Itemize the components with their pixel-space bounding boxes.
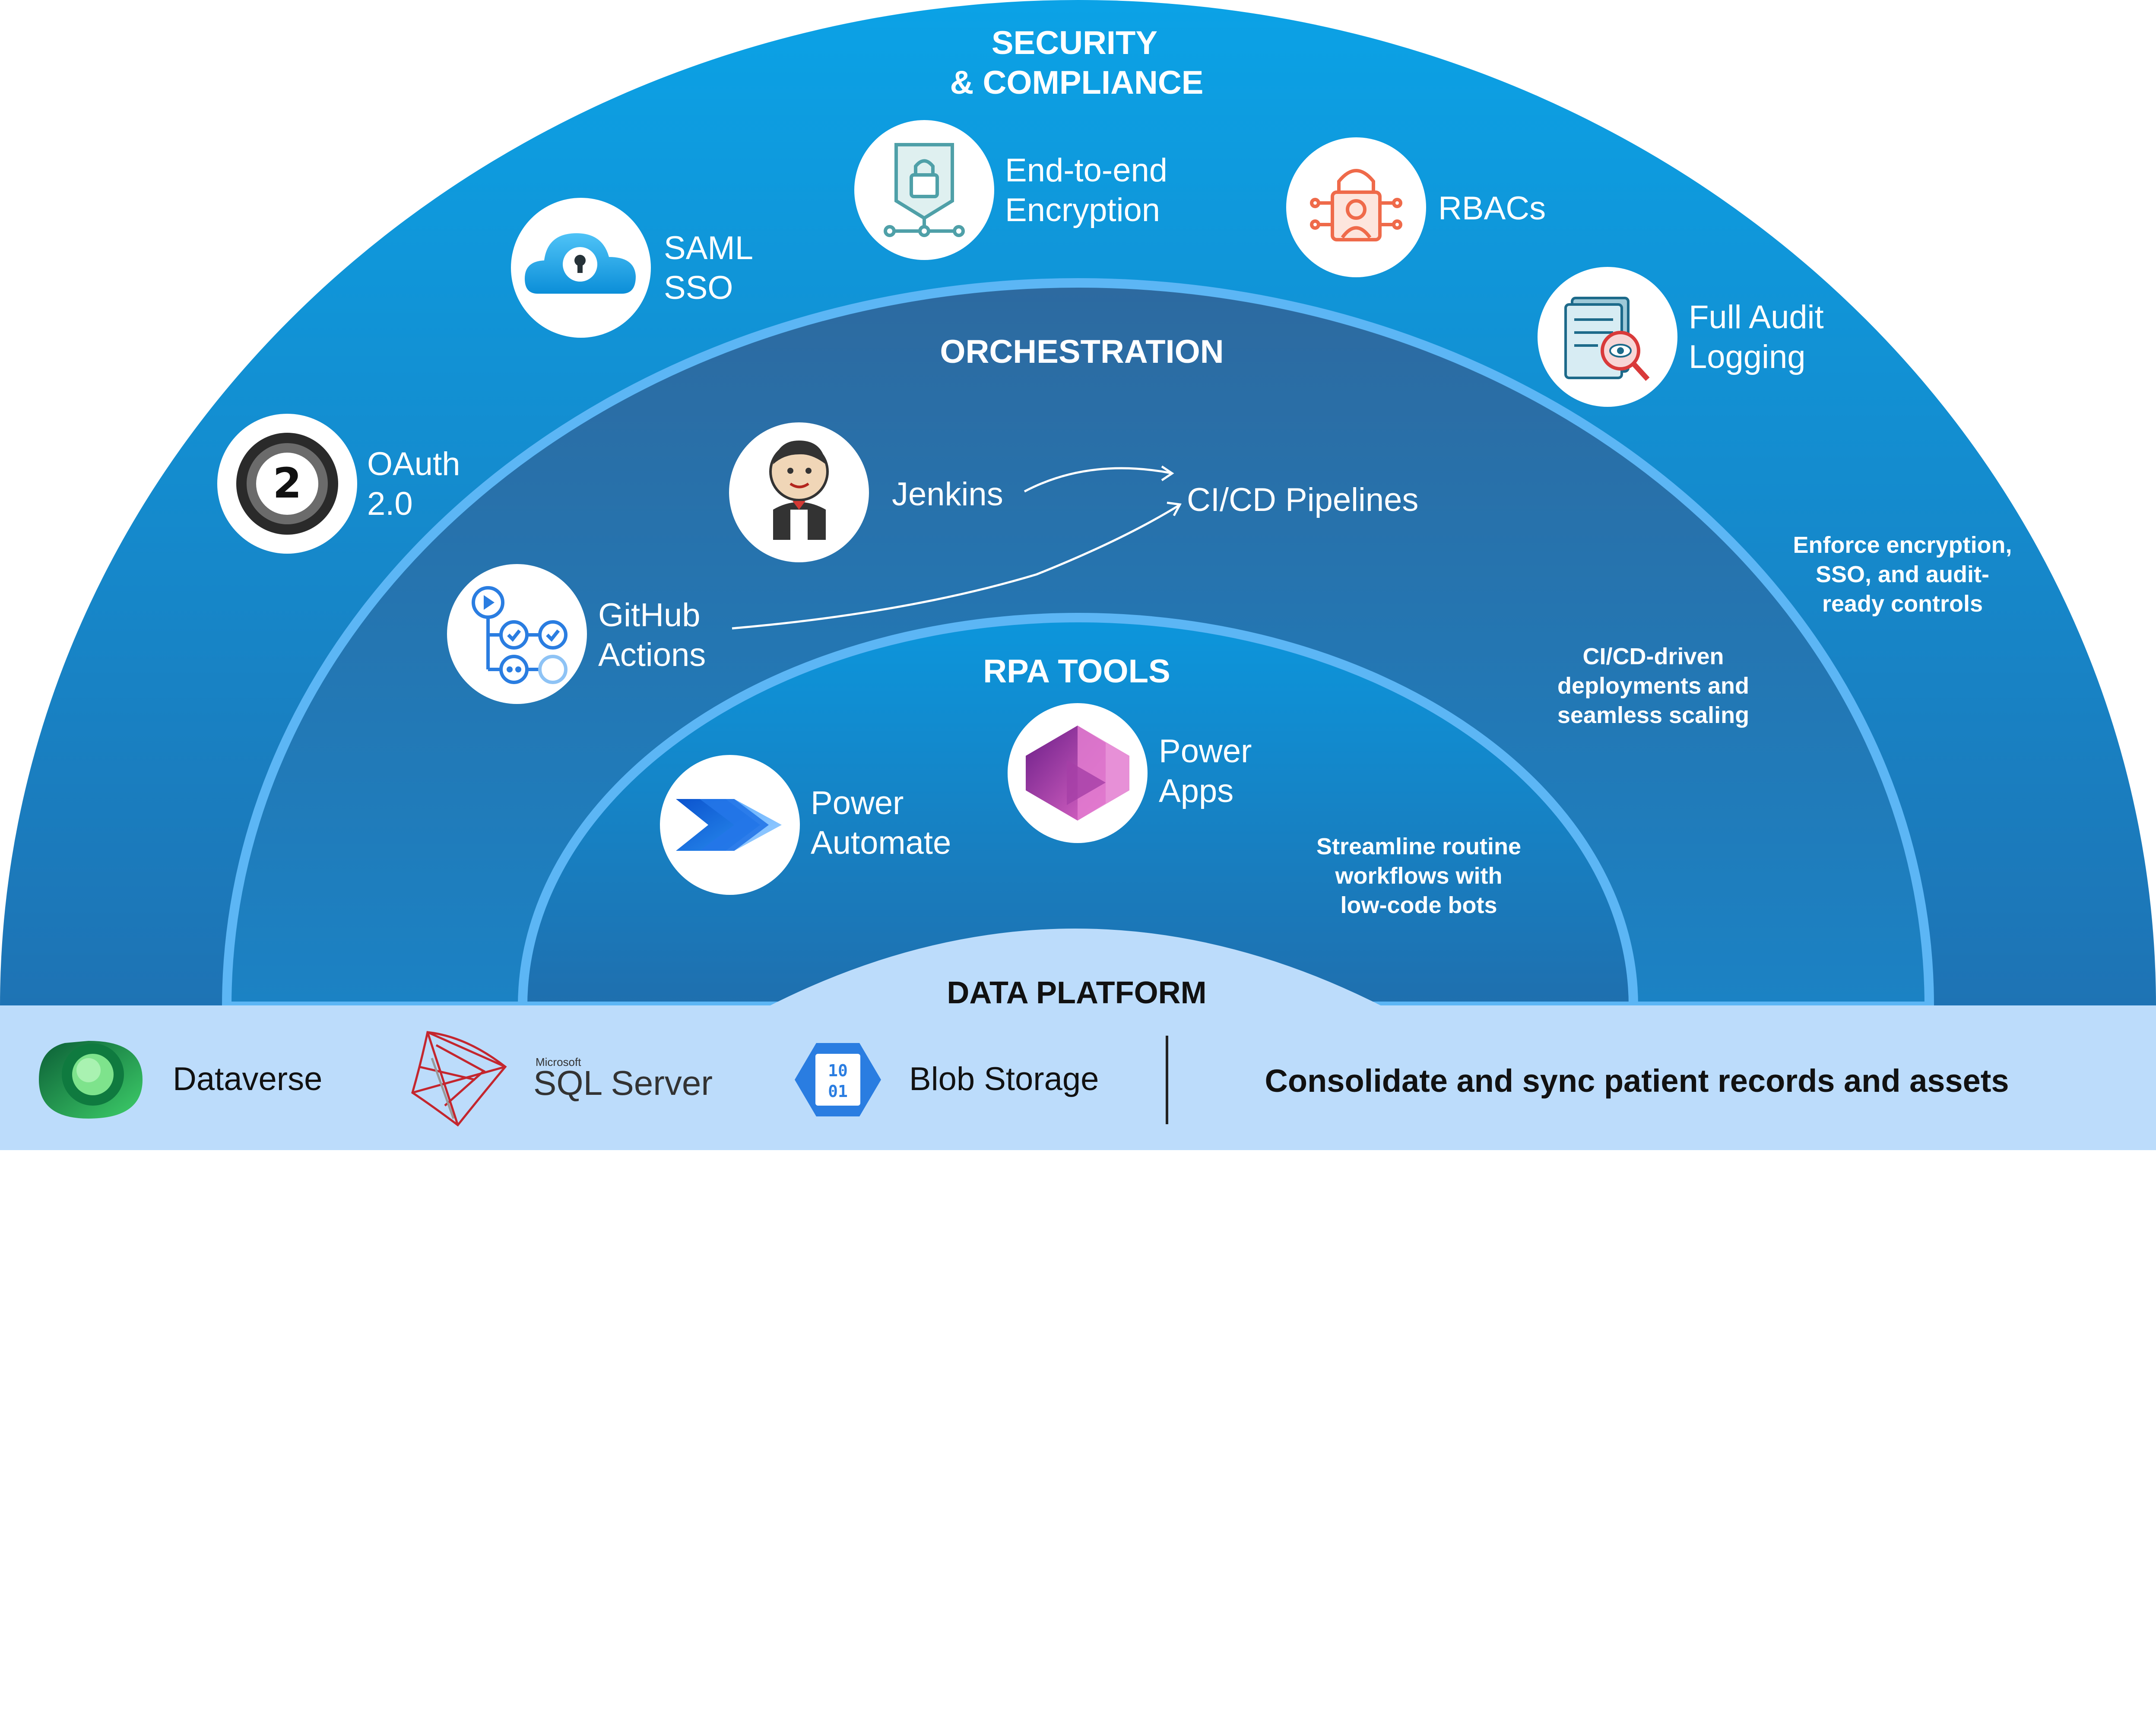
- dataverse-item: Dataverse: [39, 1041, 322, 1119]
- rbac-item: RBACs: [1286, 137, 1546, 277]
- saml-label-line2: SSO: [664, 269, 733, 306]
- flow-arrows: [732, 465, 1182, 630]
- security-title-line2: & COMPLIANCE: [950, 64, 1204, 101]
- encryption-label-line2: Encryption: [1005, 192, 1160, 228]
- jenkins-item: Jenkins: [729, 422, 1003, 562]
- saml-item: SAML SSO: [511, 198, 753, 338]
- sql-server-brand: Microsoft: [536, 1056, 581, 1068]
- svg-text:2: 2: [273, 459, 302, 507]
- jenkins-butler-icon: [769, 441, 829, 540]
- rpa-desc-line2: workflows with: [1335, 863, 1502, 889]
- rbac-label: RBACs: [1438, 190, 1546, 227]
- dataverse-icon: [39, 1041, 143, 1119]
- github-actions-item: GitHub Actions: [447, 564, 706, 704]
- security-title-line1: SECURITY: [992, 25, 1157, 61]
- security-description: Enforce encryption, SSO, and audit- read…: [1793, 532, 2012, 617]
- orchestration-desc-line2: deployments and: [1557, 673, 1749, 699]
- power-automate-item: Power Automate: [660, 755, 951, 895]
- rpa-description: Streamline routine workflows with low-co…: [1316, 834, 1521, 918]
- power-automate-label-line2: Automate: [811, 824, 951, 861]
- security-desc-line2: SSO, and audit-: [1816, 561, 1989, 587]
- sql-server-item: Microsoft SQL Server: [411, 1031, 713, 1127]
- power-automate-icon: [676, 799, 782, 851]
- audit-label-line1: Full Audit: [1689, 299, 1824, 336]
- rpa-desc-line1: Streamline routine: [1316, 834, 1521, 859]
- oauth-label-line2: 2.0: [367, 485, 413, 522]
- dataverse-label: Dataverse: [173, 1061, 322, 1097]
- user-lock-icon: [1310, 169, 1402, 241]
- blob-storage-label: Blob Storage: [909, 1061, 1099, 1097]
- power-apps-icon: [1026, 726, 1129, 821]
- cloud-lock-icon: [525, 233, 636, 294]
- github-to-cicd-arrow: [732, 504, 1180, 630]
- audit-label-line2: Logging: [1689, 339, 1806, 375]
- oauth-item: 2 OAuth 2.0: [217, 414, 460, 554]
- rpa-desc-line3: low-code bots: [1341, 892, 1497, 918]
- data-platform-description: Consolidate and sync patient records and…: [1265, 1063, 2009, 1099]
- data-platform-title: DATA PLATFORM: [947, 976, 1206, 1010]
- saml-label-line1: SAML: [664, 230, 753, 266]
- power-apps-label-line1: Power: [1159, 733, 1252, 770]
- github-label-line1: GitHub: [598, 597, 701, 634]
- jenkins-to-cicd-arrow: [1024, 467, 1171, 493]
- encryption-item: End-to-end Encryption: [854, 120, 1167, 260]
- document-inspect-icon: [1564, 297, 1650, 381]
- blob-icon-text-1: 10: [828, 1061, 848, 1080]
- sql-server-icon: [411, 1031, 507, 1127]
- oauth-2-icon: 2: [236, 433, 338, 535]
- orchestration-desc-line1: CI/CD-driven: [1582, 644, 1724, 669]
- power-automate-label-line1: Power: [811, 785, 904, 821]
- workflow-icon: [472, 586, 568, 684]
- encryption-label-line1: End-to-end: [1005, 152, 1167, 189]
- security-desc-line3: ready controls: [1822, 591, 1983, 617]
- padlock-network-icon: [884, 143, 965, 237]
- github-label-line2: Actions: [598, 637, 706, 673]
- audit-item: Full Audit Logging: [1538, 267, 1824, 407]
- orchestration-title: ORCHESTRATION: [940, 333, 1224, 370]
- security-desc-line1: Enforce encryption,: [1793, 532, 2012, 558]
- blob-storage-item: 10 01 Blob Storage: [795, 1043, 1099, 1116]
- data-platform-band: [0, 929, 2156, 1150]
- orchestration-desc-line3: seamless scaling: [1557, 702, 1749, 728]
- blob-icon-text-2: 01: [828, 1082, 848, 1101]
- rpa-title: RPA TOOLS: [983, 653, 1170, 690]
- sql-server-label: SQL Server: [533, 1064, 713, 1102]
- jenkins-label: Jenkins: [892, 476, 1003, 513]
- orchestration-description: CI/CD-driven deployments and seamless sc…: [1557, 644, 1749, 728]
- power-apps-label-line2: Apps: [1159, 773, 1233, 809]
- blob-storage-icon: 10 01: [795, 1043, 881, 1116]
- cicd-pipelines-label: CI/CD Pipelines: [1187, 482, 1418, 518]
- power-apps-item: Power Apps: [1008, 703, 1252, 843]
- oauth-label-line1: OAuth: [367, 446, 460, 482]
